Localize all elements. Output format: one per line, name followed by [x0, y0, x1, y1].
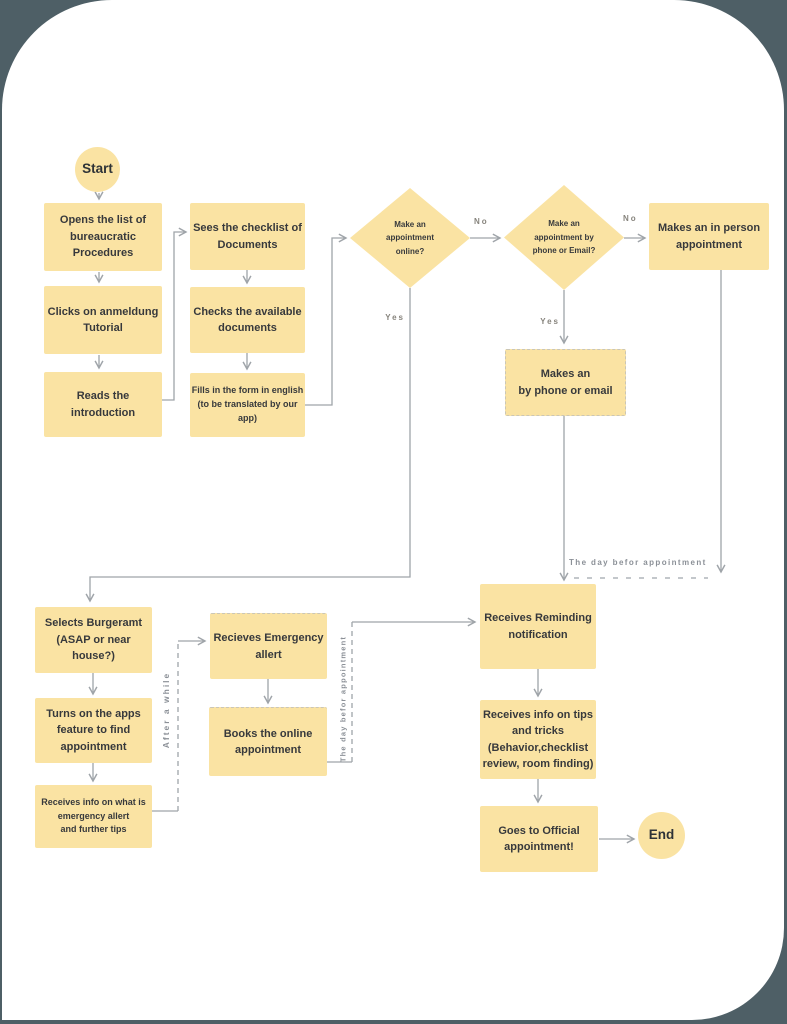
- node-label: Checks the available documents: [193, 305, 302, 335]
- decision-appointment-online[interactable]: Make an appointment online?: [350, 188, 470, 288]
- node-in-person-appointment[interactable]: Makes an in person appointment: [649, 203, 769, 270]
- node-label: Selects Burgeramt (ASAP or near house?): [44, 617, 143, 663]
- node-receives-reminding[interactable]: Receives Reminding notification: [480, 584, 596, 669]
- node-label: Sees the checklist of Documents: [193, 222, 302, 251]
- node-label: Recieves Emergency allert: [213, 632, 324, 661]
- node-clicks-anmeldung-tutorial[interactable]: Clicks on anmeldung Tutorial: [44, 286, 162, 354]
- node-sees-checklist[interactable]: Sees the checklist of Documents: [190, 203, 305, 270]
- node-label: Makes an by phone or email: [518, 368, 613, 397]
- node-makes-by-phone-email[interactable]: Makes an by phone or email: [505, 349, 626, 416]
- node-turns-on-apps[interactable]: Turns on the apps feature to find appoin…: [35, 698, 152, 763]
- node-label: End: [648, 827, 675, 843]
- node-label: Make an appointment by phone or Email?: [532, 219, 596, 256]
- node-label: Start: [82, 161, 113, 177]
- phase-label-day-before-horizontal: The day befor appointment: [569, 558, 707, 567]
- edge-label-no-online: No: [474, 217, 489, 226]
- node-recieves-emergency-allert[interactable]: Recieves Emergency allert: [210, 613, 327, 679]
- node-reads-introduction[interactable]: Reads the introduction: [44, 372, 162, 437]
- node-books-online-appointment[interactable]: Books the online appointment: [209, 707, 327, 776]
- node-label: Makes an in person appointment: [657, 222, 761, 251]
- node-label: Turns on the apps feature to find appoin…: [46, 707, 141, 753]
- node-selects-burgeramt[interactable]: Selects Burgeramt (ASAP or near house?): [35, 607, 152, 673]
- node-end[interactable]: End: [638, 812, 685, 859]
- edge-label-yes-online: Yes: [385, 313, 405, 322]
- node-label: Opens the list of bureaucratic Procedure…: [59, 214, 147, 260]
- decision-appointment-phone-email[interactable]: Make an appointment by phone or Email?: [504, 185, 624, 290]
- node-start[interactable]: Start: [75, 147, 120, 192]
- node-label: Receives info on tips and tricks (Behavi…: [482, 708, 594, 771]
- node-receives-info-emergency[interactable]: Receives info on what is emergency aller…: [35, 785, 152, 848]
- node-label: Receives info on what is emergency aller…: [41, 796, 146, 835]
- node-label: Make an appointment online?: [386, 219, 434, 256]
- edge-label-no-phone: No: [623, 214, 638, 223]
- node-label: Fills in the form in english (to be tran…: [191, 385, 304, 423]
- node-label: Reads the introduction: [70, 390, 136, 419]
- node-opens-list[interactable]: Opens the list of bureaucratic Procedure…: [44, 203, 162, 271]
- phase-label-after-a-while: After a while: [161, 671, 171, 749]
- node-goes-to-official[interactable]: Goes to Official appointment!: [480, 806, 598, 872]
- node-fills-form[interactable]: Fills in the form in english (to be tran…: [190, 373, 305, 437]
- node-label: Books the online appointment: [223, 727, 313, 757]
- node-tips-and-tricks[interactable]: Receives info on tips and tricks (Behavi…: [480, 700, 596, 779]
- node-label: Receives Reminding notification: [484, 612, 592, 641]
- node-checks-documents[interactable]: Checks the available documents: [190, 287, 305, 353]
- phase-label-day-before-vertical: The day befor appointment: [338, 635, 348, 763]
- node-label: Clicks on anmeldung Tutorial: [47, 305, 159, 335]
- node-label: Goes to Official appointment!: [498, 824, 580, 854]
- edge-label-yes-phone: Yes: [540, 317, 560, 326]
